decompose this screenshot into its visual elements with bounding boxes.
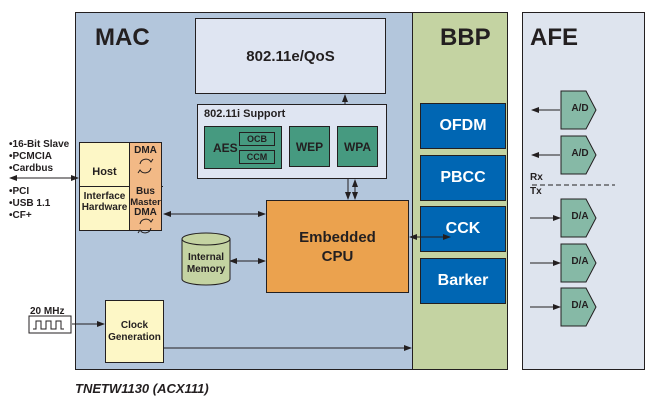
- interface-item: •PCMCIA: [9, 151, 52, 162]
- qos-block: 802.11e/QoS: [195, 18, 386, 94]
- interface-item: •CF+: [9, 210, 32, 221]
- interface-list-upper: •16-Bit Slave •PCMCIA •Cardbus: [9, 139, 69, 175]
- dac-label: D/A: [571, 256, 589, 267]
- adc-label: A/D: [571, 148, 589, 159]
- interface-list-lower: •PCI •USB 1.1 •CF+: [9, 186, 50, 222]
- barker-block: Barker: [420, 258, 506, 304]
- cck-label: CCK: [445, 220, 481, 237]
- host-divider: [79, 186, 163, 187]
- pbcc-block: PBCC: [420, 155, 506, 201]
- dac-shape: [560, 243, 597, 283]
- hardware-label: Hardware: [81, 202, 128, 213]
- interface-item: •PCI: [9, 186, 30, 197]
- ofdm-label: OFDM: [439, 117, 487, 134]
- ccm-label: CCM: [246, 152, 268, 162]
- rx-label: Rx: [530, 172, 543, 183]
- bm-dma-label: DMA: [134, 207, 157, 218]
- wpa-label: WPA: [343, 139, 372, 154]
- adc-shape: [560, 135, 597, 175]
- afe-title: AFE: [530, 24, 578, 51]
- chip-caption: TNETW1130 (ACX111): [75, 381, 209, 396]
- clock-label-2: Generation: [108, 331, 161, 343]
- clock-label-1: Clock: [120, 319, 149, 331]
- memory-label-2: Memory: [186, 264, 226, 275]
- bus-label: Bus: [136, 186, 155, 197]
- tx-label: Tx: [530, 186, 542, 197]
- wep-label: WEP: [295, 139, 324, 154]
- barker-label: Barker: [437, 272, 489, 289]
- afe-converters: [530, 90, 597, 327]
- aes-label: AES: [213, 140, 238, 155]
- oscillator-icon: [28, 315, 72, 334]
- master-label: Master: [130, 197, 161, 208]
- adc-shape: [560, 90, 597, 130]
- dma-label: DMA: [134, 145, 157, 156]
- security-title: 802.11i Support: [204, 108, 286, 120]
- ofdm-block: OFDM: [420, 103, 506, 149]
- bm-dma-cycle-icon: [137, 218, 154, 234]
- dac-shape: [560, 287, 597, 327]
- clock-input-label: 20 MHz: [30, 306, 65, 317]
- cpu-label-2: CPU: [321, 247, 354, 265]
- qos-label: 802.11e/QoS: [246, 47, 335, 65]
- ocb-block: OCB: [239, 132, 275, 146]
- dac-label: D/A: [571, 211, 589, 222]
- pbcc-label: PBCC: [440, 169, 486, 186]
- square-wave-icon: [33, 320, 64, 330]
- dma-block: [129, 142, 162, 231]
- internal-memory-icon: [181, 232, 231, 286]
- afe-block: [522, 12, 645, 370]
- wpa-block: WPA: [337, 126, 378, 167]
- interface-item: •USB 1.1: [9, 198, 51, 209]
- ccm-block: CCM: [239, 150, 275, 164]
- dac-label: D/A: [571, 300, 589, 311]
- cpu-label-1: Embedded: [299, 228, 376, 246]
- cck-block: CCK: [420, 206, 506, 252]
- interface-item: •16-Bit Slave: [9, 139, 70, 150]
- ocb-label: OCB: [247, 134, 267, 144]
- mac-title: MAC: [95, 24, 150, 51]
- host-label: Host: [92, 166, 117, 178]
- adc-label: A/D: [571, 103, 589, 114]
- dma-cycle-icon: [137, 158, 154, 174]
- interface-item: •Cardbus: [9, 163, 54, 174]
- memory-label-1: Internal: [187, 252, 225, 263]
- dac-shape: [560, 198, 597, 238]
- wep-block: WEP: [289, 126, 330, 167]
- bbp-title: BBP: [440, 24, 491, 51]
- interface-label: Interface: [83, 191, 126, 202]
